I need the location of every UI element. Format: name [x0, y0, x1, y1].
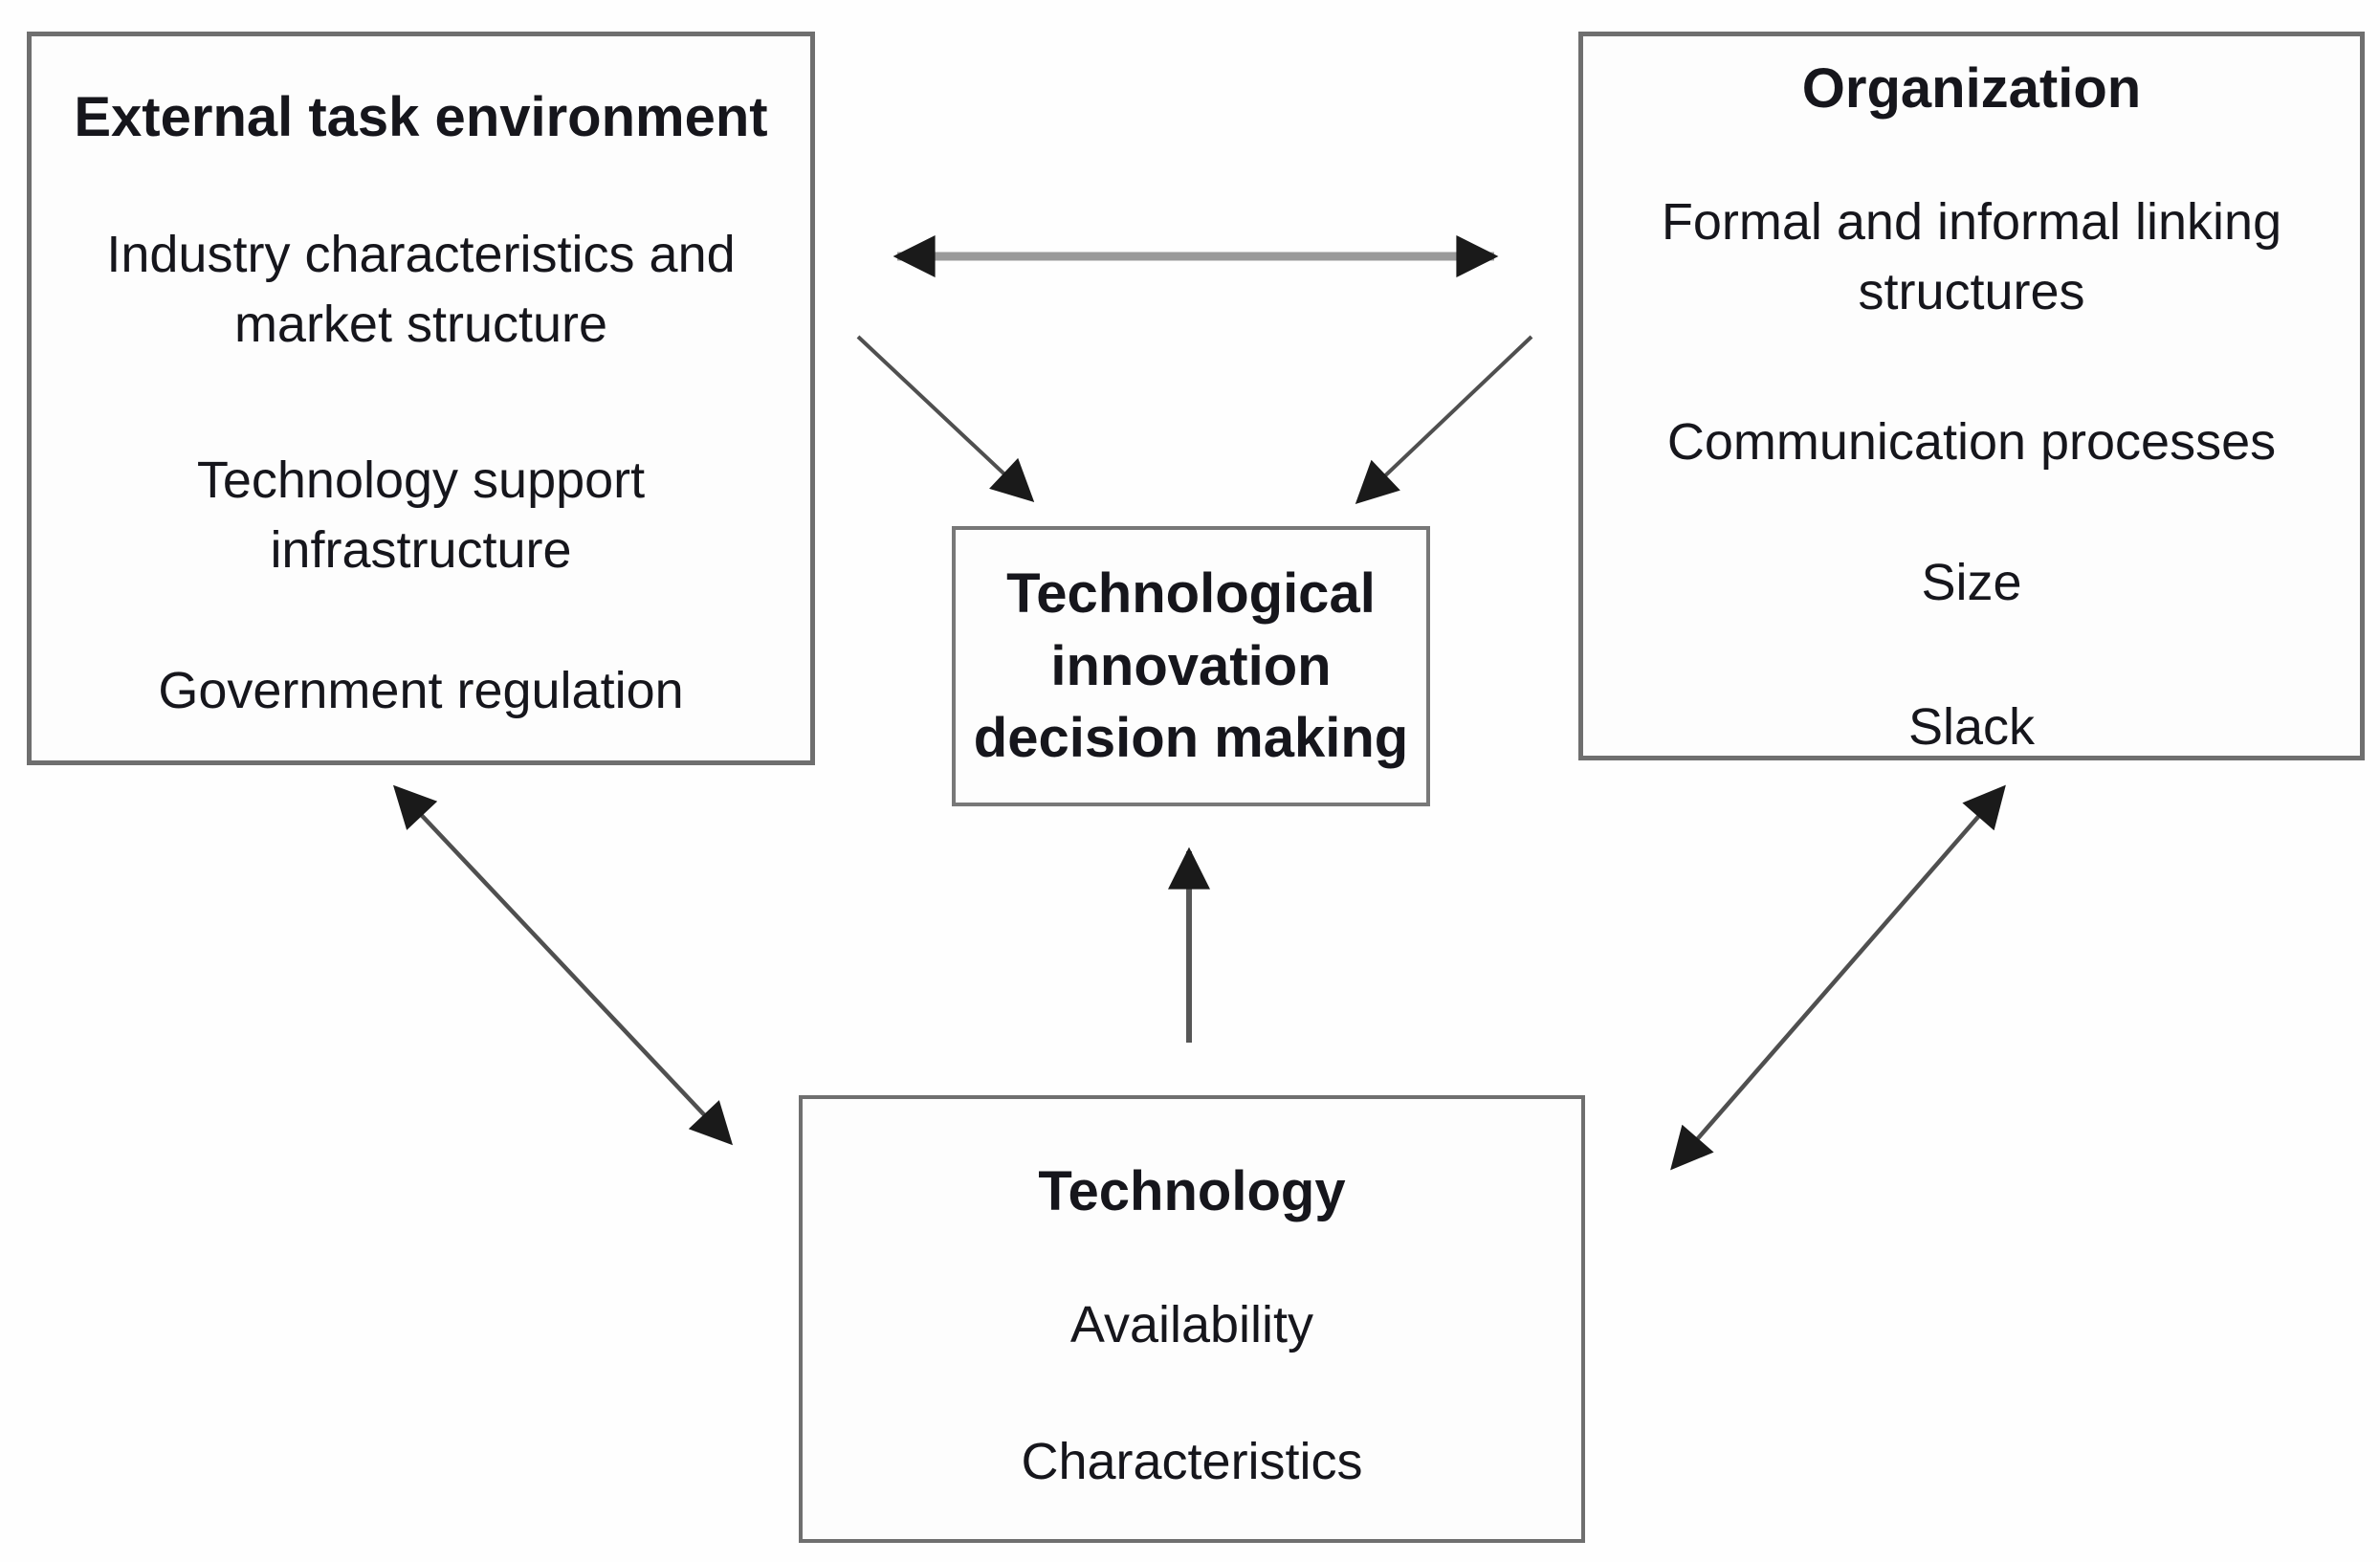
technology-box: Technology Availability Characteristics: [799, 1095, 1585, 1543]
technological-innovation-decision-making-title: Technological innovation decision making: [973, 562, 1409, 770]
organization-item-communication-processes: Communication processes: [1666, 413, 2277, 471]
organization-item-linking-structures: Formal and informal linking structures: [1661, 193, 2282, 320]
organization-item-size: Size: [1921, 554, 2022, 611]
arrow-organization-decision: [1355, 335, 1533, 505]
arrow-external-technology: [392, 784, 734, 1146]
technology-title: Technology: [1038, 1160, 1346, 1222]
organization-title: Organization: [1801, 57, 2142, 120]
external-item-industry-characteristics: Industry characteristics and market stru…: [106, 226, 736, 353]
external-task-environment-title: External task environment: [74, 86, 768, 148]
organization-item-slack: Slack: [1907, 698, 2036, 756]
external-item-government-regulation: Government regulation: [158, 662, 684, 719]
technology-item-availability: Availability: [1069, 1296, 1314, 1353]
organization-box: Organization Formal and informal linking…: [1578, 32, 2365, 760]
technological-innovation-decision-making-box: Technological innovation decision making: [952, 526, 1430, 806]
technology-item-characteristics: Characteristics: [1021, 1433, 1363, 1490]
arrow-external-decision: [856, 335, 1035, 503]
arrow-organization-technology: [1670, 784, 2006, 1171]
external-task-environment-box: External task environment Industry chara…: [27, 32, 815, 765]
external-item-technology-support-infrastructure: Technology support infrastructure: [196, 451, 646, 579]
